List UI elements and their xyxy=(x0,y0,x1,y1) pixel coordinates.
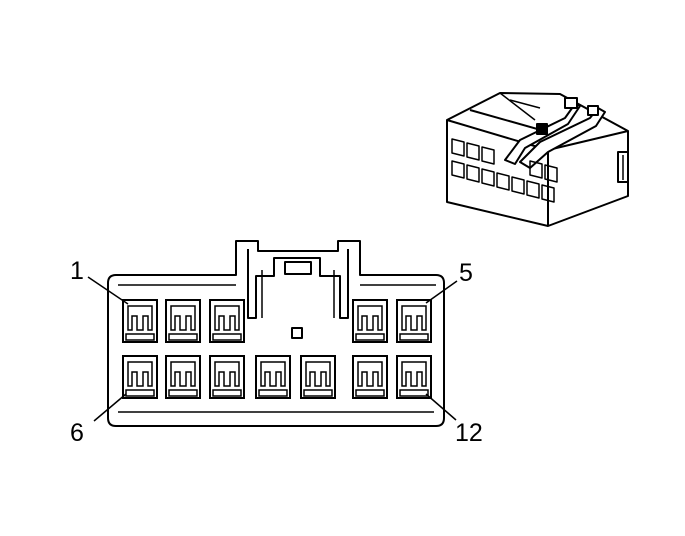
leader-pin-1 xyxy=(87,276,129,305)
pin-label-6: 6 xyxy=(70,419,84,447)
iso-side-slot xyxy=(617,151,629,183)
cavity-top-1 xyxy=(122,299,158,343)
iso-latch-tab xyxy=(564,97,578,109)
connector-face-view xyxy=(107,240,445,427)
cavity-bottom-4 xyxy=(255,355,291,399)
cavity-top-3 xyxy=(209,299,245,343)
housing-outline xyxy=(107,240,445,427)
leader-pin-12 xyxy=(425,393,457,421)
latch-window xyxy=(284,261,312,275)
cavity-top-5 xyxy=(396,299,432,343)
cavity-bottom-7 xyxy=(396,355,432,399)
cavity-bottom-3 xyxy=(209,355,245,399)
pin-label-5: 5 xyxy=(459,259,473,287)
iso-cavities-bottom xyxy=(451,160,555,203)
pin-label-1: 1 xyxy=(70,257,84,285)
cavity-bottom-1 xyxy=(122,355,158,399)
cavity-bottom-5 xyxy=(300,355,336,399)
leader-pin-5 xyxy=(425,280,458,304)
leader-pin-6 xyxy=(93,393,127,422)
cavity-bottom-2 xyxy=(165,355,201,399)
iso-cavities-top xyxy=(451,138,558,183)
latch-outline xyxy=(247,249,349,319)
pin-label-12: 12 xyxy=(455,419,483,447)
connector-isometric-view xyxy=(446,92,629,227)
cavities xyxy=(122,299,432,399)
leader-lines xyxy=(87,276,458,422)
latch-tab xyxy=(291,327,303,339)
cavity-top-2 xyxy=(165,299,201,343)
cavity-bottom-6 xyxy=(352,355,388,399)
cavity-top-4 xyxy=(352,299,388,343)
